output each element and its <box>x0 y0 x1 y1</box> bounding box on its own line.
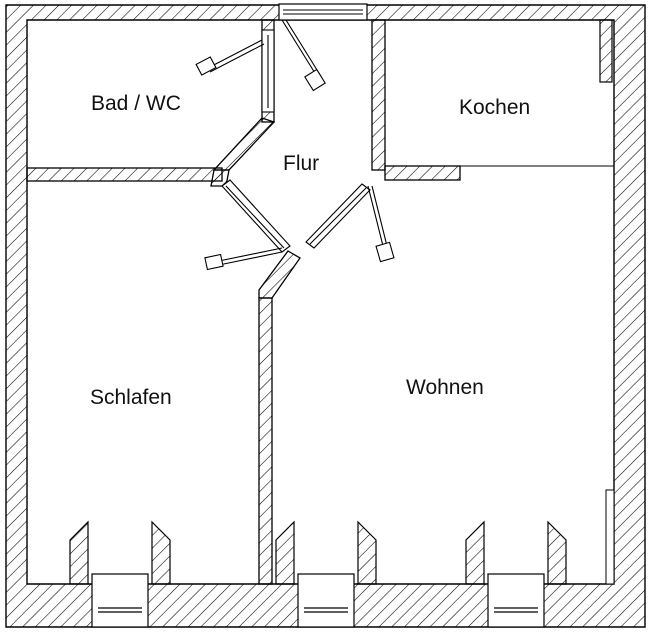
right-wall-notch <box>605 489 615 585</box>
room-label-bad-wc: Bad / WC <box>91 92 181 115</box>
door-schlafen <box>204 179 291 271</box>
room-label-wohnen: Wohnen <box>406 376 484 399</box>
room-label-kochen: Kochen <box>459 96 530 119</box>
door-wohnen <box>305 183 395 263</box>
windows-bottom <box>69 520 567 628</box>
door-bad <box>195 29 275 113</box>
window-top <box>278 3 368 21</box>
room-label-flur: Flur <box>283 152 319 175</box>
kitchen-counter <box>599 19 613 83</box>
room-label-schlafen: Schlafen <box>90 386 172 409</box>
door-flur-top <box>281 19 326 92</box>
